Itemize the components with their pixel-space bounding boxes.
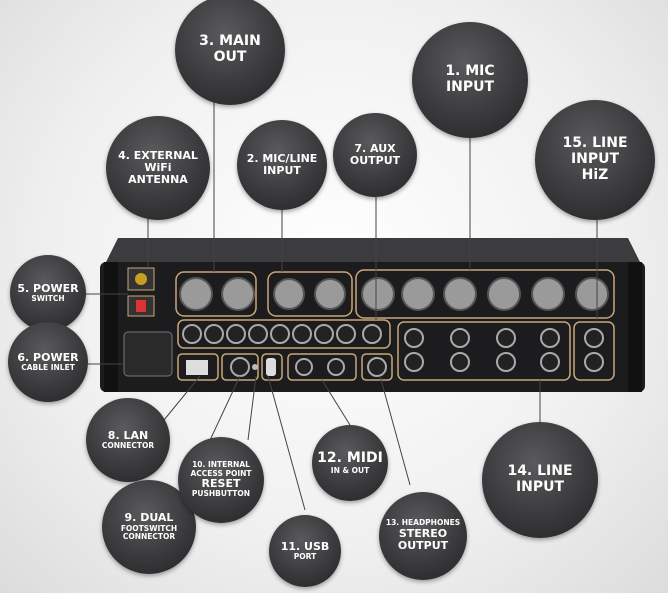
callout-title: 15. LINE xyxy=(562,135,628,152)
callout-reset-button: 10. INTERNAL ACCESS POINT RESET PUSHBUTT… xyxy=(178,437,264,523)
callout-subtitle: HiZ xyxy=(581,166,609,183)
callout-subtitle: IN & OUT xyxy=(330,465,370,475)
usb-port xyxy=(266,358,276,376)
callout-title: 13. HEADPHONES xyxy=(385,518,461,528)
wifi-antenna-connector xyxy=(135,273,147,285)
mic-input-group xyxy=(355,269,615,319)
callout-subtitle: INPUT xyxy=(515,479,565,495)
callout-title: 1. MIC xyxy=(445,63,495,80)
callout-subtitle: CONNECTOR xyxy=(122,532,176,542)
callout-subtitle: INPUT xyxy=(445,79,495,95)
lan-port xyxy=(186,360,208,375)
callout-main-out: 3. MAIN OUT xyxy=(175,0,285,105)
callout-title: 5. POWER xyxy=(17,281,79,295)
callout-power-switch: 5. POWER SWITCH xyxy=(10,255,86,331)
line-input-group xyxy=(397,321,571,381)
line-hiz-group xyxy=(573,321,615,381)
callout-midi: 12. MIDI IN & OUT xyxy=(312,425,388,501)
reset-button xyxy=(252,364,258,370)
main-out-group xyxy=(175,271,257,317)
callout-subtitle: INPUT xyxy=(263,164,301,177)
callout-line-input: 14. LINE INPUT xyxy=(482,422,598,538)
power-switch xyxy=(136,300,146,312)
callout-subtitle: INPUT xyxy=(570,151,620,168)
callout-title: 4. EXTERNAL xyxy=(118,148,198,162)
callout-subtitle: SWITCH xyxy=(31,293,65,303)
aux-output-group xyxy=(177,319,391,349)
callout-footswitch: 9. DUAL FOOTSWITCH CONNECTOR xyxy=(102,480,196,574)
device-top xyxy=(106,238,640,262)
callout-wifi-antenna: 4. EXTERNAL WiFi ANTENNA xyxy=(106,116,210,220)
callout-title: 6. POWER xyxy=(17,350,79,364)
callout-title: 9. DUAL xyxy=(124,511,174,525)
callout-mic-input: 1. MIC INPUT xyxy=(412,22,528,138)
callout-subtitle: RESET xyxy=(201,477,241,491)
callout-lan: 8. LAN CONNECTOR xyxy=(86,398,170,482)
callout-title: 11. USB xyxy=(280,539,330,553)
callout-subtitle: PORT xyxy=(293,551,317,561)
callout-mic-line-input: 2. MIC/LINE INPUT xyxy=(237,120,327,210)
callout-title: 2. MIC/LINE xyxy=(246,151,318,165)
callout-subtitle: FOOTSWITCH xyxy=(120,523,178,533)
callout-usb: 11. USB PORT xyxy=(269,515,341,587)
callout-title: 7. AUX xyxy=(354,141,396,155)
callout-subtitle: ANTENNA xyxy=(128,173,188,187)
callout-subtitle: STEREO xyxy=(398,526,448,540)
mic-line-group xyxy=(267,271,353,317)
callout-subtitle: CONNECTOR xyxy=(101,440,155,450)
callout-subtitle: OUTPUT xyxy=(349,154,401,167)
callout-subtitle: ACCESS POINT xyxy=(190,468,252,478)
callout-subtitle: OUT xyxy=(213,49,247,65)
callout-power-inlet: 6. POWER CABLE INLET xyxy=(8,322,88,402)
callout-line-input-hiz: 15. LINE INPUT HiZ xyxy=(535,100,655,220)
callout-headphones: 13. HEADPHONES STEREO OUTPUT xyxy=(379,492,467,580)
callout-subtitle: PUSHBUTTON xyxy=(191,489,251,499)
callout-title: 8. LAN xyxy=(107,428,149,442)
power-inlet xyxy=(123,331,173,377)
callout-subtitle: CABLE INLET xyxy=(21,362,75,372)
callout-title: 3. MAIN xyxy=(199,33,261,50)
callout-aux-output: 7. AUX OUTPUT xyxy=(333,113,417,197)
callout-subtitle: OUTPUT xyxy=(397,539,449,553)
callout-title: 12. MIDI xyxy=(317,449,383,466)
callout-title: 10. INTERNAL xyxy=(192,460,250,470)
callout-title: 14. LINE xyxy=(507,463,573,480)
callout-subtitle: WiFi xyxy=(144,160,172,174)
